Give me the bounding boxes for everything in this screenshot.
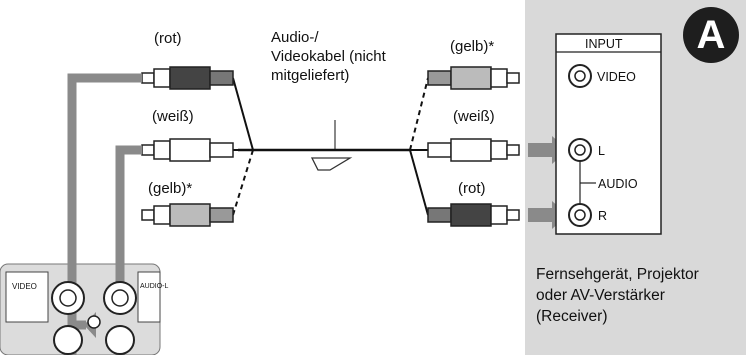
l-jack-icon — [568, 138, 592, 162]
label-cable: Audio-/ Videokabel (nicht mitgeliefert) — [271, 29, 386, 84]
label-right-yellow: (gelb)* — [450, 38, 495, 55]
right-white-plug — [427, 138, 520, 162]
tv-video-label: VIDEO — [597, 70, 636, 84]
right-red-wire — [409, 149, 429, 216]
label-left-white: (weiß) — [152, 108, 194, 125]
left-red-plug — [141, 66, 234, 90]
label-left-red: (rot) — [154, 30, 182, 47]
section-badge: A — [683, 7, 739, 63]
label-left-yellow: (gelb)* — [148, 180, 193, 197]
player-audio-l-label: AUDIO-L — [140, 283, 169, 290]
left-white-plug — [141, 138, 234, 162]
label-right-white: (weiß) — [453, 108, 495, 125]
tv-r-label: R — [598, 209, 608, 223]
cable-marker — [310, 157, 353, 171]
label-right-red: (rot) — [458, 180, 486, 197]
device-caption: Fernsehgerät, Projektor oder AV-Verstärk… — [536, 266, 699, 325]
player-jack-3-icon — [53, 325, 83, 355]
tv-input-panel — [555, 33, 662, 235]
route-red — [67, 73, 142, 355]
route-white — [115, 145, 142, 290]
tv-l-label: L — [598, 144, 605, 158]
player-video-label: VIDEO — [12, 282, 37, 291]
tv-input-title: INPUT — [585, 37, 623, 51]
left-yellow-plug — [141, 203, 234, 227]
player-jack-4-icon — [105, 325, 135, 355]
video-jack-icon — [568, 64, 592, 88]
r-jack-icon — [568, 203, 592, 227]
right-red-plug — [427, 203, 520, 227]
right-yellow-plug — [427, 66, 520, 90]
right-yellow-wire — [409, 77, 429, 151]
left-yellow-wire — [232, 149, 254, 216]
tv-audio-label: AUDIO — [598, 177, 638, 191]
left-red-wire — [232, 77, 254, 151]
